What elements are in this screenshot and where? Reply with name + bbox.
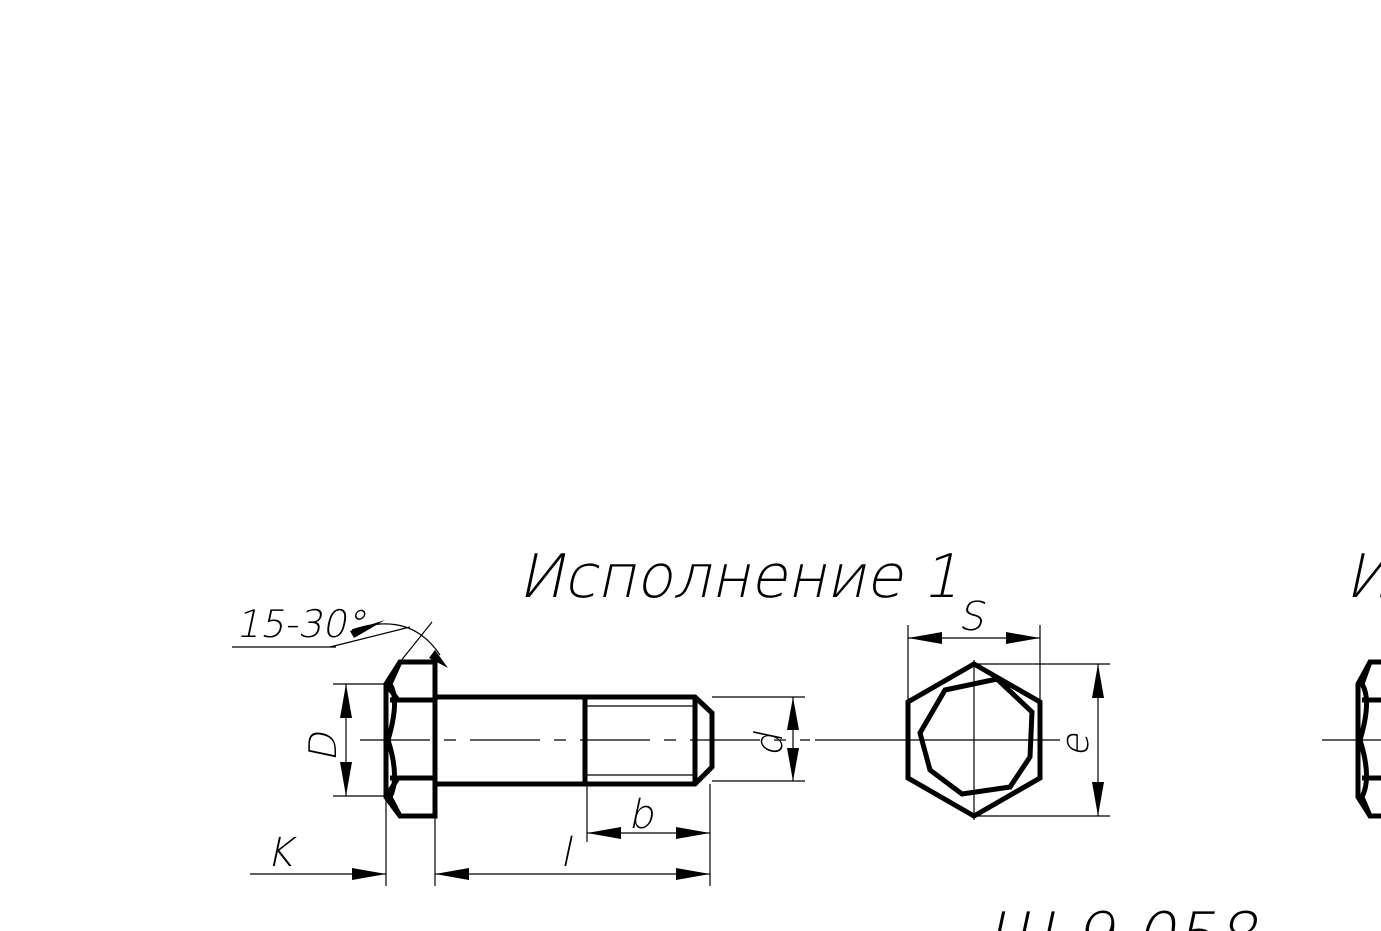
label-b: b (626, 790, 661, 837)
label-d: d (747, 726, 792, 760)
bolt-side-view-partial (1322, 659, 1381, 819)
chamfer-circle (917, 676, 1035, 797)
dimension-angle: 15-30° (232, 602, 448, 668)
dimension-d: d (712, 696, 805, 782)
dimension-b: b (586, 784, 710, 842)
label-l: l (558, 828, 579, 875)
bolt-side-view (360, 659, 810, 819)
label-angle: 15-30° (233, 602, 372, 647)
label-D: D (301, 725, 346, 764)
label-e: e (1053, 726, 1098, 759)
bolt-shank (435, 694, 715, 787)
title-execution-2-fragment: И (1342, 543, 1381, 612)
label-K: K (264, 828, 301, 875)
label-S: S (956, 592, 991, 639)
title-execution-1: Исполнение 1 (515, 543, 971, 612)
bottom-partial-text: Ш 9 058 (981, 900, 1269, 931)
bolt-end-view (815, 660, 1060, 820)
